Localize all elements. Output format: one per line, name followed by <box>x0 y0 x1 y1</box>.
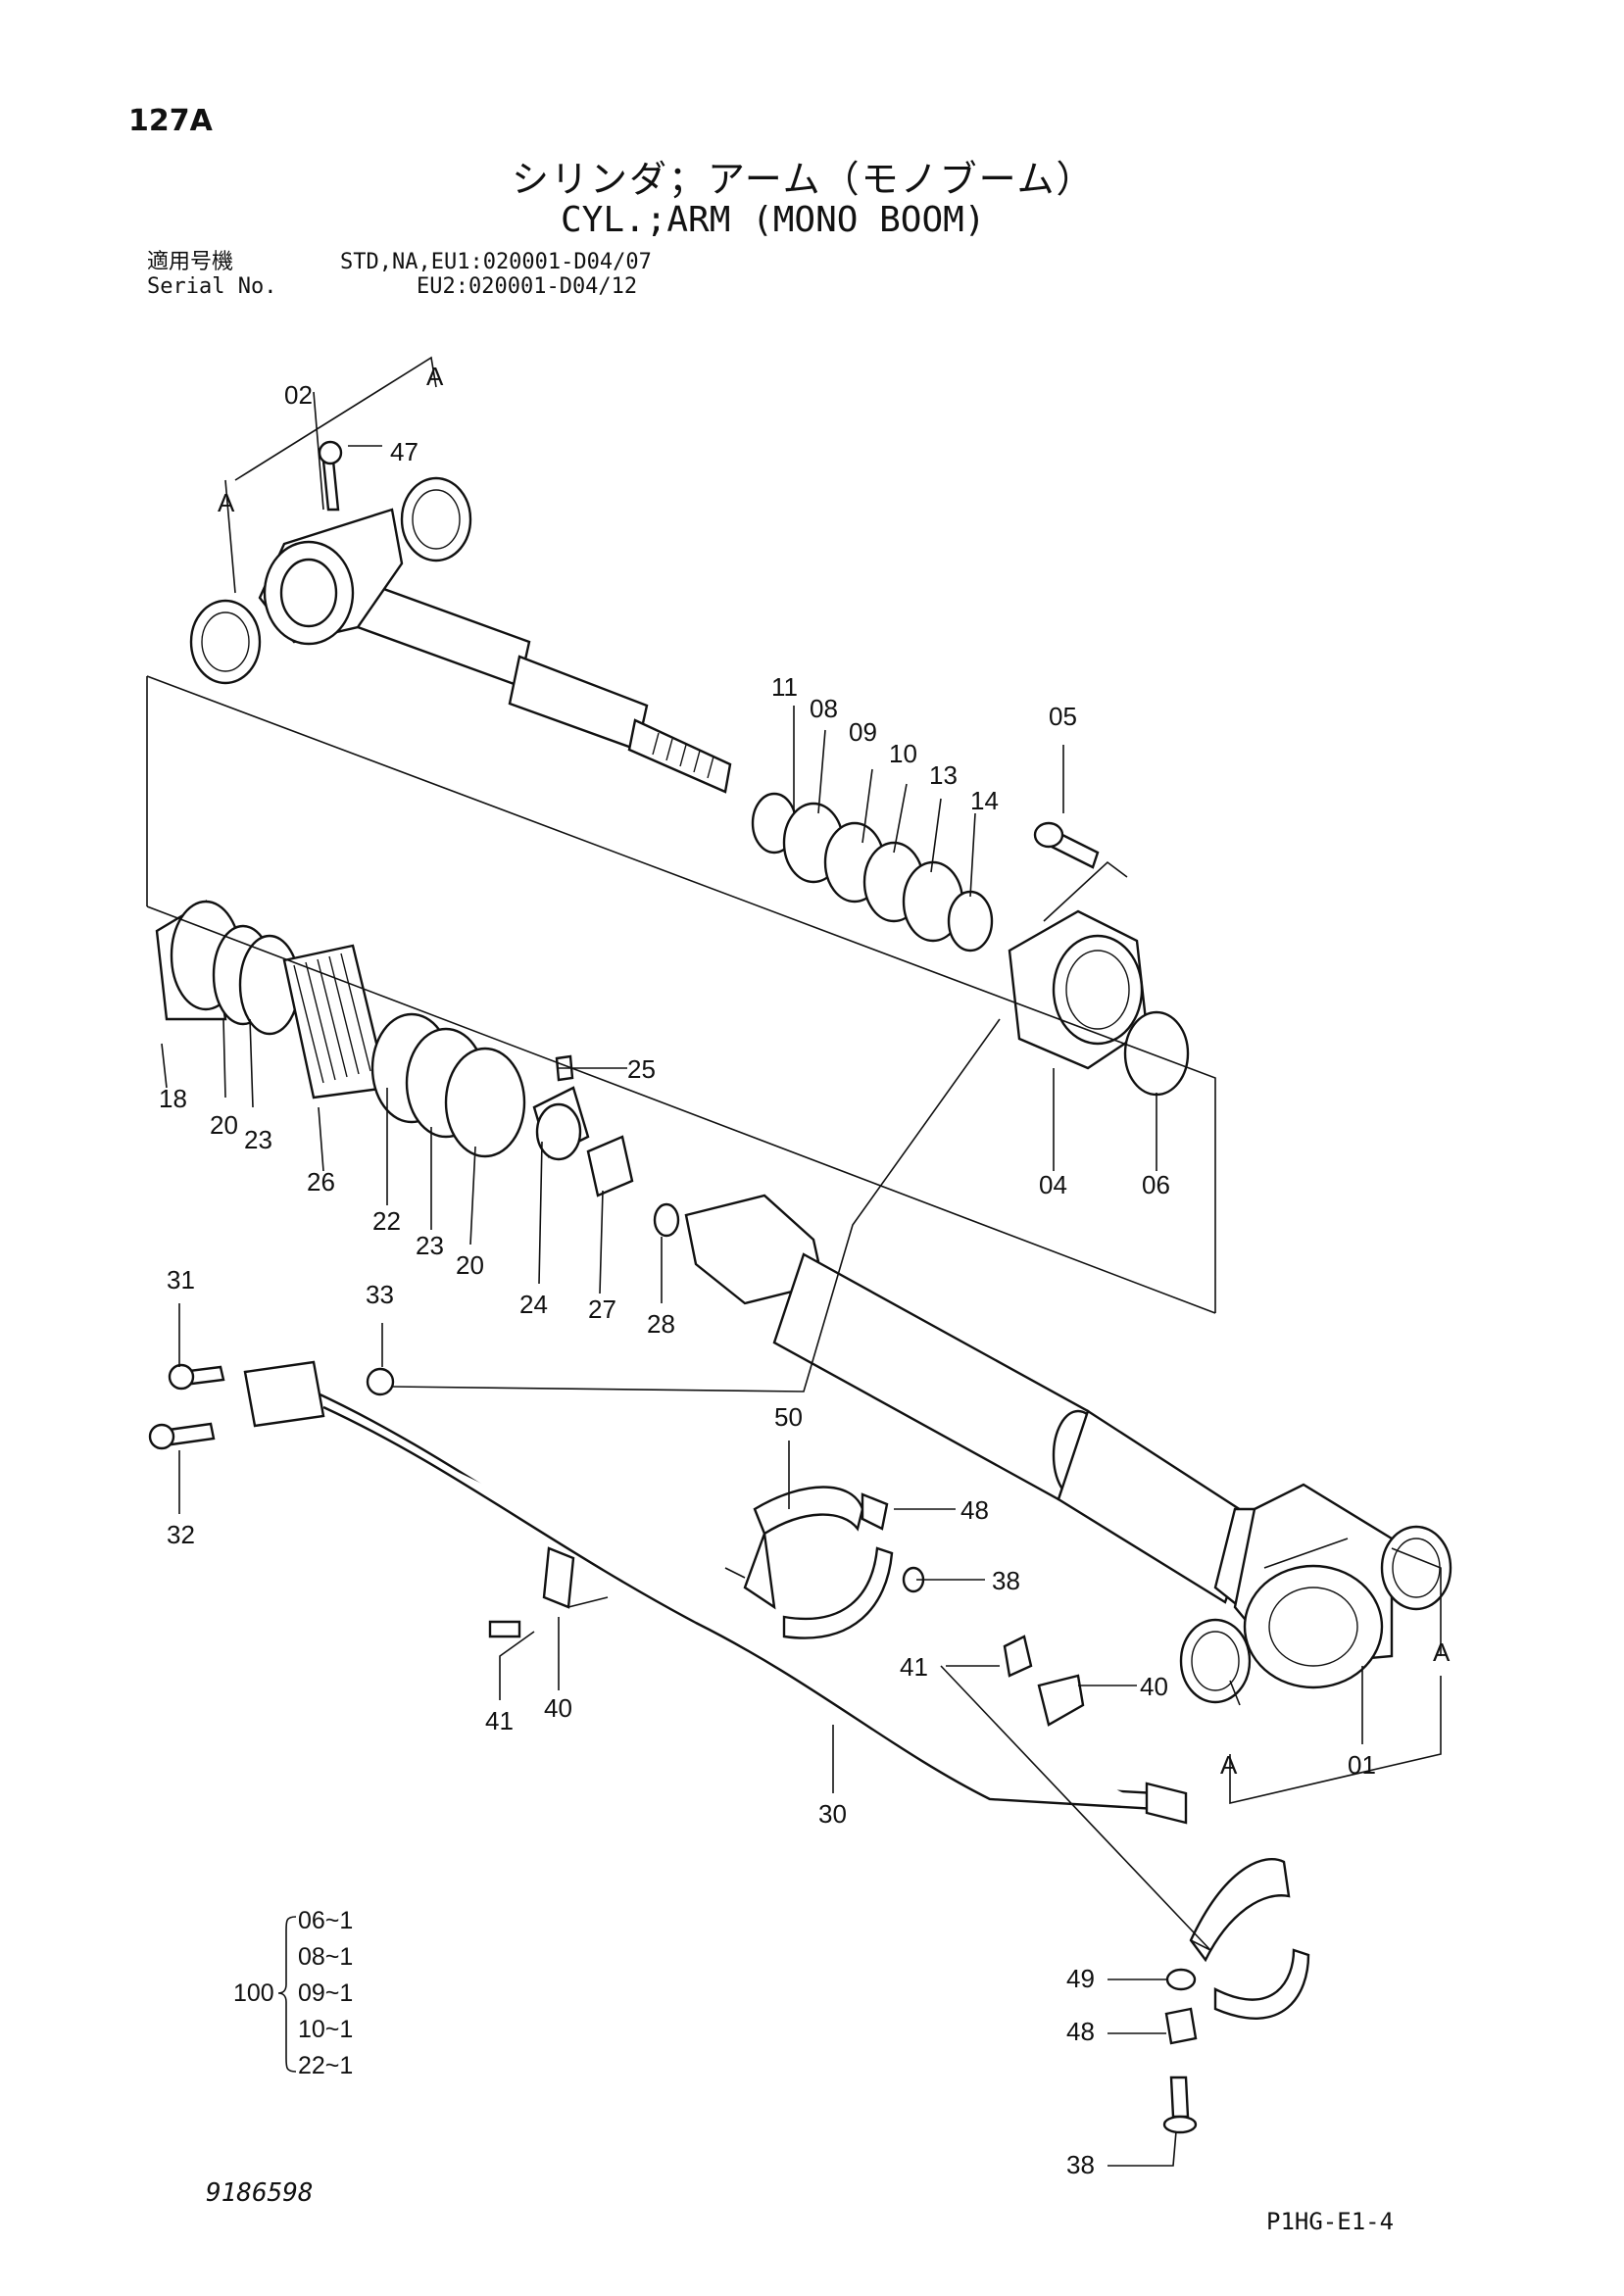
callout-10: 10 <box>889 739 917 768</box>
callout-23-b: 23 <box>416 1231 444 1260</box>
bolt-05 <box>1033 821 1100 869</box>
callout-14: 14 <box>970 786 999 815</box>
leader-lines <box>146 356 1442 2167</box>
callout-20-a: 20 <box>210 1110 238 1140</box>
o-ring-33 <box>366 1367 395 1396</box>
callout-22: 22 <box>372 1206 401 1236</box>
clip-40-right <box>1037 1674 1085 1727</box>
callout-30: 30 <box>818 1799 847 1829</box>
callout-49: 49 <box>1066 1964 1095 1993</box>
clip-40-left <box>542 1546 575 1609</box>
callout-08: 08 <box>810 694 838 723</box>
cylinder-eye-01 <box>1233 1483 1394 1689</box>
callout-33: 33 <box>366 1280 394 1309</box>
callout-05: 05 <box>1049 702 1077 731</box>
callout-28: 28 <box>647 1309 675 1339</box>
kit-item-5: 22~1 <box>298 2052 353 2079</box>
callout-32: 32 <box>167 1520 195 1549</box>
callout-04: 04 <box>1039 1170 1067 1199</box>
callout-26: 26 <box>307 1167 335 1197</box>
bolt-41-right <box>1003 1635 1033 1678</box>
callout-a-2: A <box>218 488 235 517</box>
kit-brace <box>277 1916 297 2073</box>
callout-23-a: 23 <box>244 1125 272 1154</box>
cylinder-head-04 <box>1008 909 1149 1070</box>
callout-13: 13 <box>929 760 958 790</box>
callout-a-4: A <box>1220 1750 1238 1780</box>
rod-seals <box>751 792 994 953</box>
serial-range-1: STD,NA,EU1:020001-D04/07 <box>340 250 652 274</box>
callout-11: 11 <box>771 672 798 702</box>
piston-assembly <box>155 900 680 1238</box>
callout-38-b: 38 <box>1066 2150 1095 2179</box>
callout-09: 09 <box>849 717 877 747</box>
callout-40-b: 40 <box>1140 1672 1168 1701</box>
callout-48-a: 48 <box>960 1495 989 1525</box>
kit-number: 100 <box>233 1979 274 2007</box>
kit-reference: 100 06~1 08~1 09~1 10~1 22~1 <box>233 1907 353 2079</box>
callout-20-b: 20 <box>456 1250 484 1280</box>
callout-24: 24 <box>519 1290 548 1319</box>
serial-label-japanese: 適用号機 <box>147 250 234 274</box>
drawing-number: 9186598 <box>206 2178 314 2208</box>
piston-rod-02 <box>258 440 732 794</box>
callout-41-b: 41 <box>900 1652 928 1682</box>
page-code: P1HG-E1-4 <box>1266 2208 1395 2235</box>
bolt-41-left <box>488 1620 521 1638</box>
clamp-50 <box>743 1486 894 1639</box>
lower-clamp <box>1162 1858 1310 2134</box>
callout-06: 06 <box>1142 1170 1170 1199</box>
callout-47: 47 <box>390 437 418 466</box>
title-english: CYL.;ARM (MONO BOOM) <box>561 200 986 240</box>
kit-item-2: 08~1 <box>298 1943 353 1971</box>
callout-31: 31 <box>167 1265 195 1295</box>
callout-41-a: 41 <box>485 1706 514 1735</box>
page-number: 127A <box>128 104 213 138</box>
kit-item-1: 06~1 <box>298 1907 353 1934</box>
serial-label-english: Serial No. <box>147 274 277 299</box>
callout-a-3: A <box>1433 1637 1451 1667</box>
callout-18: 18 <box>159 1084 187 1113</box>
callout-25: 25 <box>627 1054 656 1084</box>
callout-27: 27 <box>588 1295 616 1324</box>
callout-48-b: 48 <box>1066 2017 1095 2046</box>
callout-02: 02 <box>284 380 313 410</box>
kit-item-3: 09~1 <box>298 1979 353 2007</box>
callout-01: 01 <box>1348 1750 1376 1780</box>
kit-item-4: 10~1 <box>298 2016 353 2043</box>
serial-range-2: EU2:020001-D04/12 <box>417 274 638 299</box>
callout-50: 50 <box>774 1402 803 1432</box>
o-ring-06 <box>1123 1010 1190 1097</box>
title-japanese: シリンダ；アーム（モノブーム） <box>512 158 1096 201</box>
callout-40-a: 40 <box>544 1693 572 1723</box>
callout-a-1: A <box>426 362 444 391</box>
callout-38-a: 38 <box>992 1566 1020 1595</box>
pipe-30 <box>243 1360 1188 1825</box>
callout-labels: 02 A 47 A 11 08 09 10 13 14 05 25 18 20 … <box>159 362 1451 2179</box>
